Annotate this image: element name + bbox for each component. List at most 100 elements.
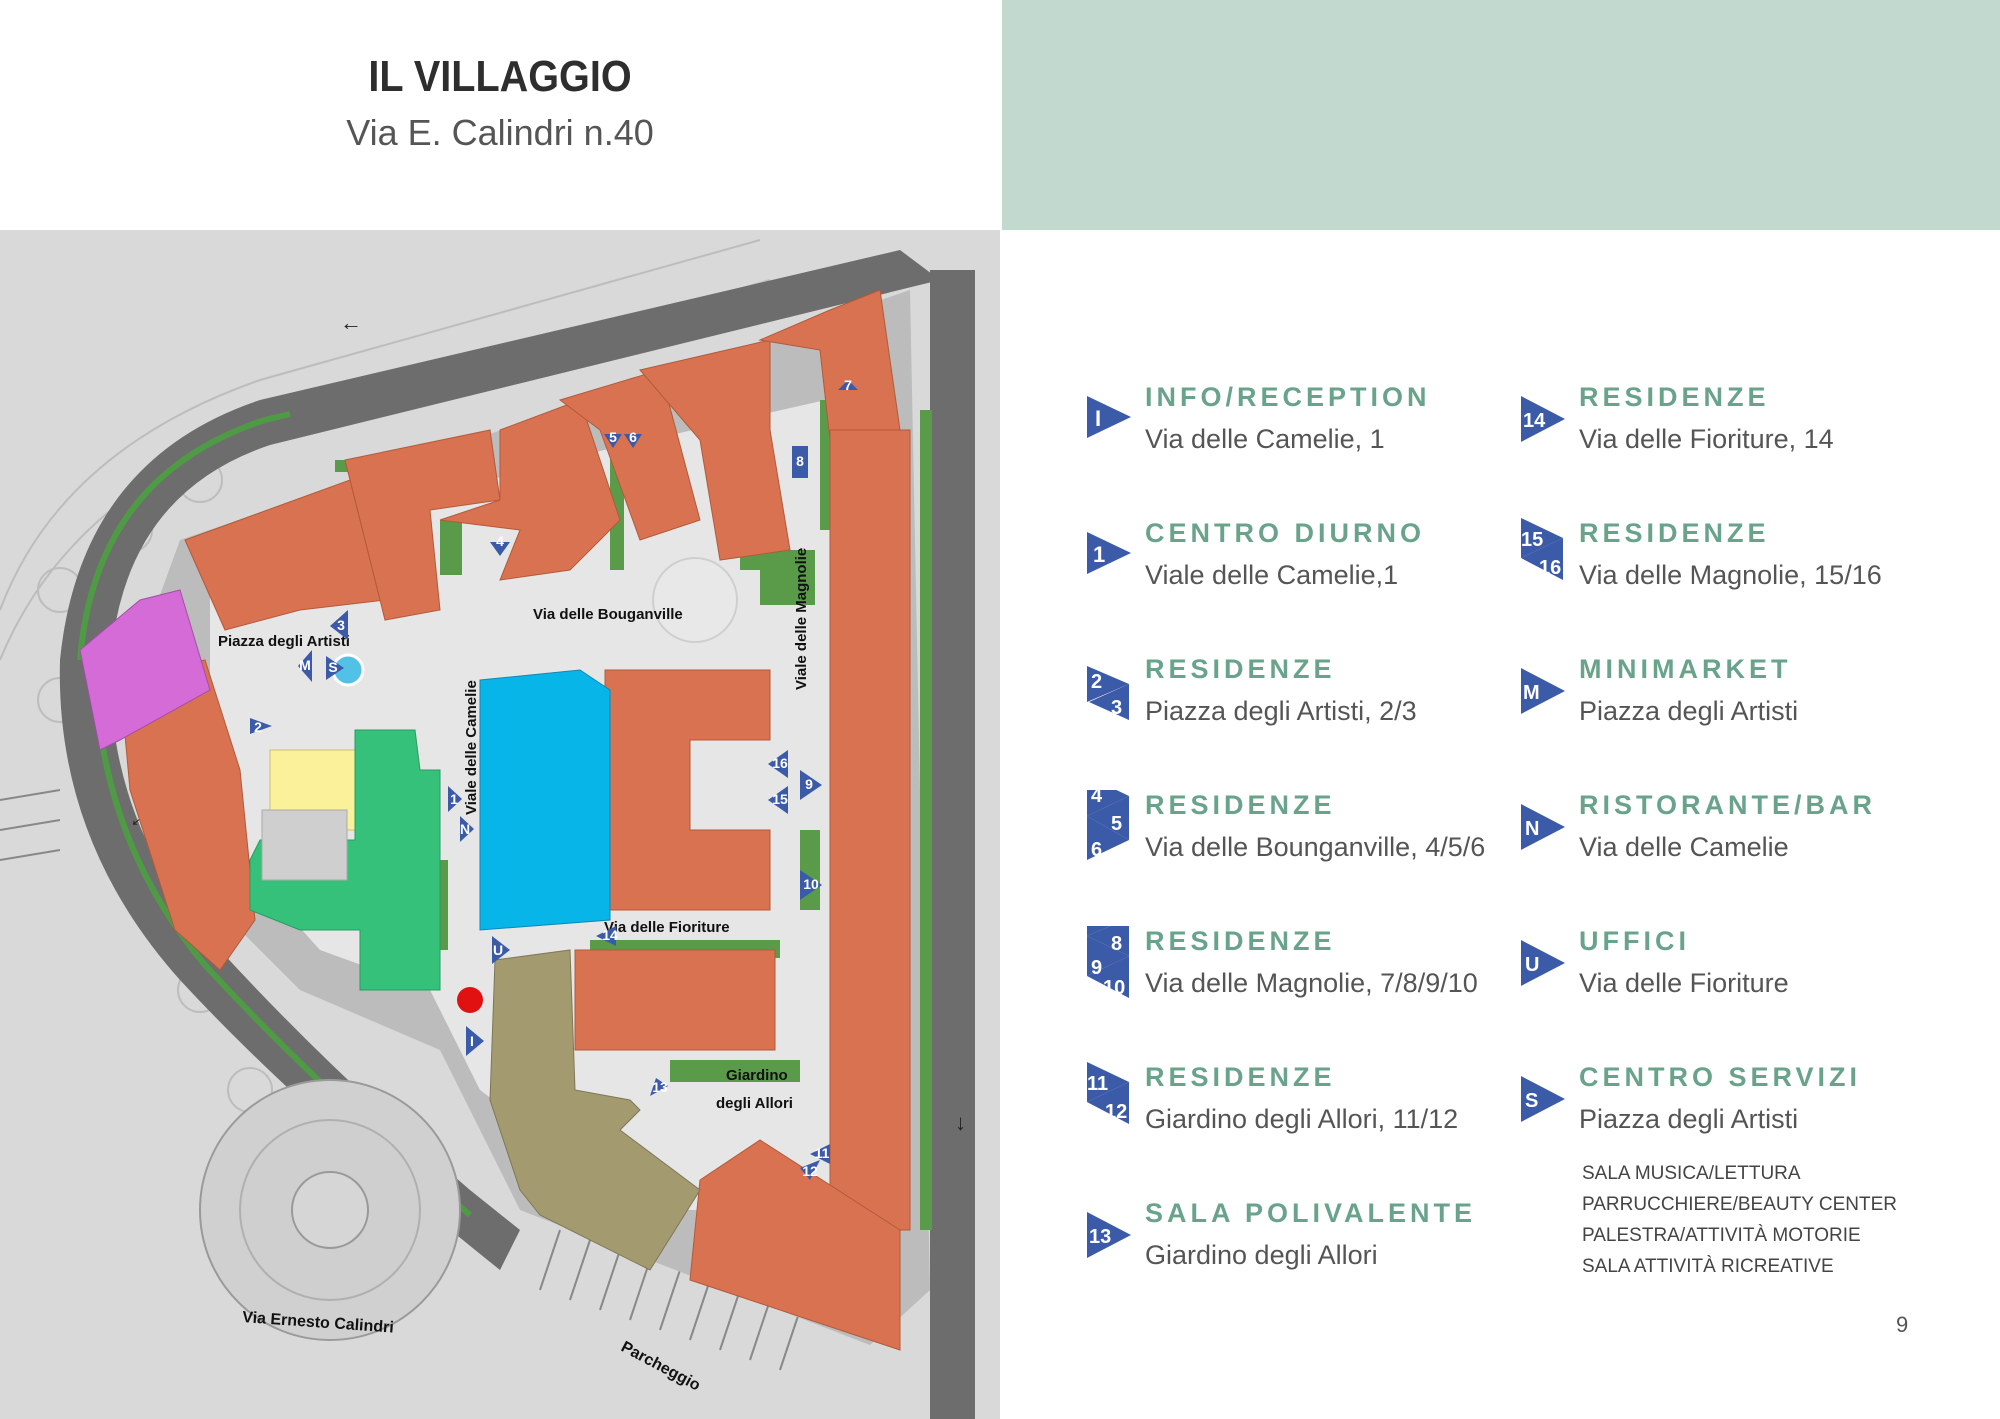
svg-text:U: U [493,942,503,958]
legend-subtitle: Giardino degli Allori [1145,1240,1378,1270]
svg-text:8: 8 [796,453,804,469]
map-markers [250,380,858,1180]
svg-text:2: 2 [254,719,262,735]
svg-text:16: 16 [1539,557,1561,579]
legend-subtitle: Via delle Fioriture, 14 [1579,424,1834,454]
marker-s-icon: S [1521,1076,1565,1122]
svg-text:14: 14 [1523,410,1546,432]
legend-item-residenze-11-12: 11 12 RESIDENZE Giardino degli Allori, 1… [1083,1062,1503,1172]
svg-text:4: 4 [496,533,504,549]
marker-11-12-icon: 11 12 [1087,1062,1129,1124]
svg-text:N: N [460,821,470,837]
svg-text:10: 10 [803,876,819,892]
svg-text:6: 6 [1091,839,1102,861]
legend-item-residenze-7-10: 7 8 9 10 RESIDENZE Via delle Magnolie, 7… [1083,926,1503,1036]
legend-subtitle: Via delle Magnolie, 15/16 [1579,560,1882,590]
legend-item-residenze-15-16: 15 16 RESIDENZE Via delle Magnolie, 15/1… [1517,518,1937,628]
svg-text:12: 12 [1105,1101,1127,1123]
legend-title: UFFICI [1579,926,1690,956]
label-via-fioriture: Via delle Fioriture [604,919,730,936]
marker-15-16-icon: 15 16 [1521,518,1563,580]
marker-4-5-6-icon: 4 5 6 [1087,790,1129,861]
marker-m-icon: M [1521,668,1565,714]
magenta-building [79,589,211,751]
service-item: SALA MUSICA/LETTURA [1582,1163,1801,1184]
marker-7-10-icon: 7 8 9 10 [1087,926,1129,999]
legend-title: RISTORANTE/BAR [1579,790,1877,820]
svg-text:U: U [1525,954,1539,976]
svg-text:I: I [470,1033,474,1049]
svg-text:7: 7 [1091,926,1102,929]
svg-text:↓: ↓ [955,1110,966,1135]
svg-text:5: 5 [609,429,617,445]
svg-text:I: I [1095,406,1101,431]
entrance-dot [457,987,483,1013]
svg-text:14: 14 [602,927,618,943]
legend-subtitle: Piazza degli Artisti, 2/3 [1145,696,1417,726]
site-map-drawing: ← ↓ ↓ [0,230,1000,1419]
marker-1-icon: 1 [1087,532,1131,574]
legend-subtitle: Via delle Camelie, 1 [1145,424,1385,454]
page-number: 9 [1896,1312,1909,1337]
legend-item-uffici: U UFFICI Via delle Fioriture [1517,926,1937,1036]
legend-subtitle: Viale delle Camelie,1 [1145,560,1399,590]
legend-subtitle: Piazza degli Artisti [1579,696,1799,726]
legend-title: INFO/RECEPTION [1145,382,1431,412]
header: IL VILLAGGIO Via E. Calindri n.40 [0,0,1000,230]
svg-text:1: 1 [1093,542,1105,567]
label-viale-magnolie: Viale delle Magnolie [793,548,810,690]
svg-text:16: 16 [772,755,788,771]
legend-title: RESIDENZE [1579,518,1770,548]
page-subtitle: Via E. Calindri n.40 [346,112,654,153]
svg-text:2: 2 [1091,671,1102,693]
marker-13-icon: 13 [1087,1212,1131,1258]
legend-title: RESIDENZE [1579,382,1770,412]
legend-title: SALA POLIVALENTE [1145,1198,1477,1228]
legend-title: RESIDENZE [1145,790,1336,820]
svg-text:S: S [328,659,337,675]
marker-14-icon: 14 [1521,396,1565,442]
svg-text:N: N [1525,818,1539,840]
svg-text:←: ← [340,310,362,335]
svg-text:9: 9 [805,776,813,792]
svg-text:1: 1 [450,791,458,807]
legend-title: RESIDENZE [1145,654,1336,684]
svg-text:9: 9 [1091,957,1102,979]
service-item: SALA ATTIVITÀ RICREATIVE [1582,1256,1834,1277]
svg-text:3: 3 [1111,697,1122,719]
residence-blocks [119,289,911,1351]
svg-text:M: M [299,657,311,673]
svg-text:5: 5 [1111,813,1122,835]
svg-text:6: 6 [629,429,637,445]
legend-item-ristorante-bar: N RISTORANTE/BAR Via delle Camelie [1517,790,1937,900]
svg-text:11: 11 [1087,1073,1108,1095]
svg-text:15: 15 [1521,529,1543,551]
svg-text:13: 13 [1089,1226,1111,1248]
legend-subtitle: Via delle Fioriture [1579,968,1789,998]
legend-subtitle: Via delle Magnolie, 7/8/9/10 [1145,968,1478,998]
roundabout [199,1079,461,1341]
service-item: PALESTRA/ATTIVITÀ MOTORIE [1582,1225,1861,1246]
service-item: PARRUCCHIERE/BEAUTY CENTER [1582,1194,1897,1215]
marker-i-icon: I [1087,396,1131,438]
svg-text:11: 11 [815,1145,830,1161]
marker-2-3-icon: 2 3 [1087,666,1129,720]
svg-text:M: M [1523,682,1540,704]
legend-item-centro-diurno: 1 CENTRO DIURNO Viale delle Camelie,1 [1083,518,1503,628]
page-title: IL VILLAGGIO [368,52,632,101]
parking-stalls [0,789,801,1371]
legend-item-residenze-4-5-6: 4 5 6 RESIDENZE Via delle Bounganville, … [1083,790,1503,900]
blue-building [479,669,611,931]
services-list: SALA MUSICA/LETTURA PARRUCCHIERE/BEAUTY … [1582,1158,1897,1282]
label-giardino-1: Giardino [726,1067,788,1084]
label-viale-camelie: Viale delle Camelie [463,680,480,815]
legend-item-residenze-2-3: 2 3 RESIDENZE Piazza degli Artisti, 2/3 [1083,654,1503,764]
decorative-band [1002,0,2000,230]
legend-title: RESIDENZE [1145,926,1336,956]
svg-text:4: 4 [1091,790,1103,807]
legend-subtitle: Via delle Camelie [1579,832,1789,862]
marker-u-icon: U [1521,940,1565,986]
olive-building [489,949,701,1271]
legend-subtitle: Giardino degli Allori, 11/12 [1145,1104,1459,1134]
svg-text:3: 3 [337,617,345,633]
